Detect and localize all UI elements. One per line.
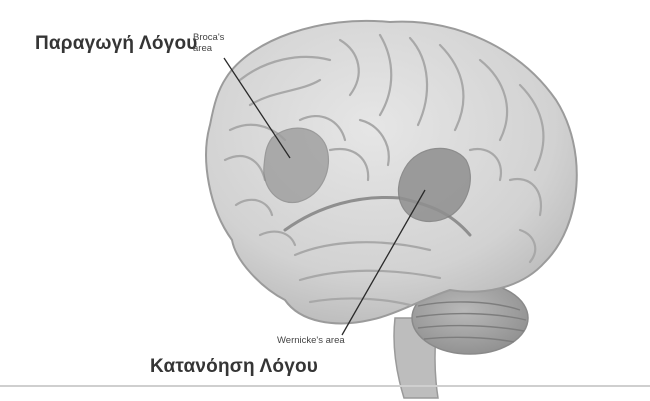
wernicke-label: Wernicke's area (277, 335, 345, 346)
broca-label-line1: Broca's (193, 32, 224, 43)
broca-label-line2: area (193, 43, 212, 54)
speech-production-label: Παραγωγή Λόγου (35, 33, 198, 55)
bottom-divider (0, 385, 650, 387)
speech-comprehension-label: Κατανόηση Λόγου (150, 356, 318, 378)
